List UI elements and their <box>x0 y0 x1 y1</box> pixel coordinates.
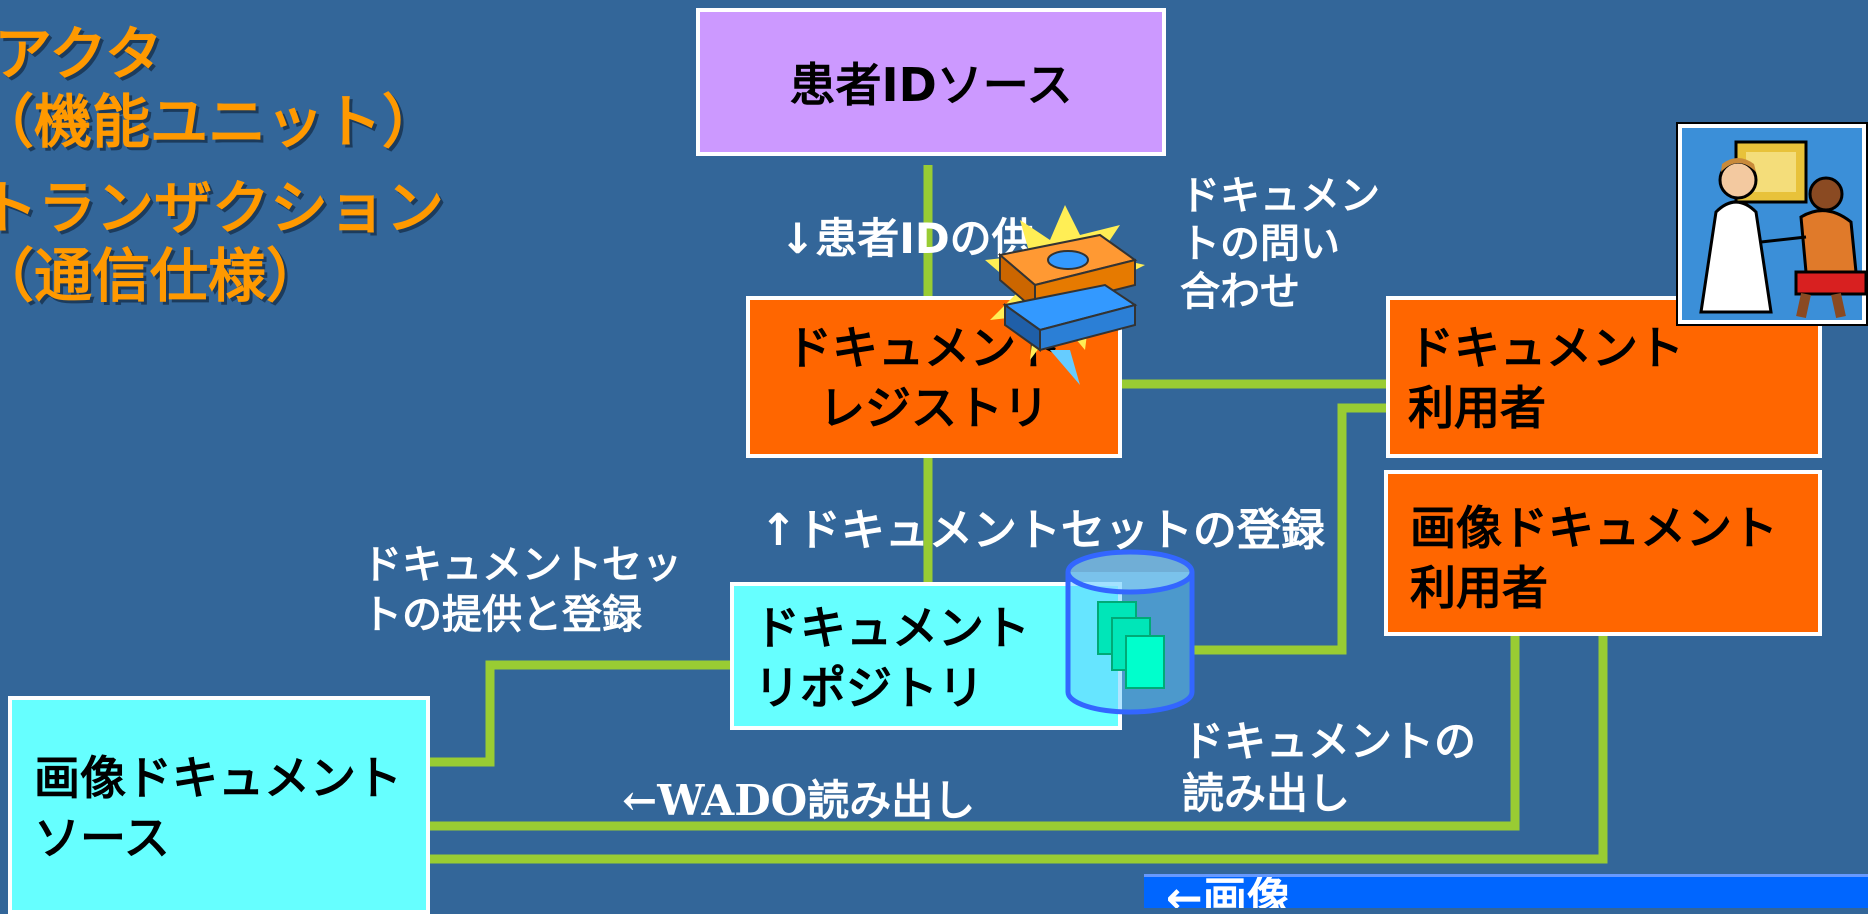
document-consumer-label-2: 利用者 <box>1408 381 1546 435</box>
image-retrieve-callout: ←画像 <box>1144 874 1868 908</box>
imaging-document-source-label-1: 画像ドキュメント <box>34 751 402 805</box>
imaging-document-source-actor: 画像ドキュメント ソース <box>8 696 430 914</box>
document-consumer-actor: ドキュメント 利用者 <box>1386 296 1822 458</box>
patient-id-source-actor: 患者IDソース <box>696 8 1166 156</box>
provide-register-line <box>428 660 735 767</box>
image-retrieve-label: ←画像 <box>1166 874 1291 908</box>
imaging-document-consumer-label-2: 利用者 <box>1410 561 1548 615</box>
register-document-set-label: ↑ドキュメントセットの登録 <box>760 505 1325 556</box>
imaging-document-consumer-label-1: 画像ドキュメント <box>1410 501 1778 555</box>
image-retrieve-line <box>428 635 1608 864</box>
patient-id-feed-label: ↓患者IDの供 <box>780 214 1034 263</box>
provide-register-label: ドキュメントセッ トの提供と登録 <box>362 542 682 638</box>
legend-actor-desc: （機能ユニット） <box>0 88 441 156</box>
database-icon <box>1065 549 1195 715</box>
registry-query-label: ドキュメン トの問い 合わせ <box>1180 173 1380 315</box>
legend-actor: アクタ <box>0 20 163 88</box>
legend: アクタ （機能ユニット） トランザクション （通信仕様） <box>0 20 444 310</box>
patient-id-source-label: 患者IDソース <box>789 58 1073 112</box>
document-repository-actor: ドキュメント リポジトリ <box>730 582 1122 730</box>
document-registry-label-2: レジストリ <box>819 381 1049 435</box>
imaging-document-consumer-actor: 画像ドキュメント 利用者 <box>1384 470 1822 636</box>
document-repository-label-2: リポジトリ <box>754 661 984 715</box>
wado-retrieve-label: ←WADO読み出し <box>622 776 976 825</box>
legend-transaction-desc: （通信仕様） <box>0 242 325 310</box>
retrieve-document-line <box>1190 403 1390 655</box>
books-icon <box>985 205 1145 385</box>
document-consumer-label-1: ドキュメント <box>1408 321 1684 375</box>
wado-retrieve-line <box>428 635 1520 831</box>
imaging-document-source-label-2: ソース <box>34 811 170 865</box>
document-repository-label-1: ドキュメント <box>754 601 1030 655</box>
retrieve-document-label: ドキュメントの 読み出し <box>1182 717 1477 818</box>
doctor-patient-image <box>1676 122 1868 326</box>
legend-transaction: トランザクション <box>0 174 445 242</box>
